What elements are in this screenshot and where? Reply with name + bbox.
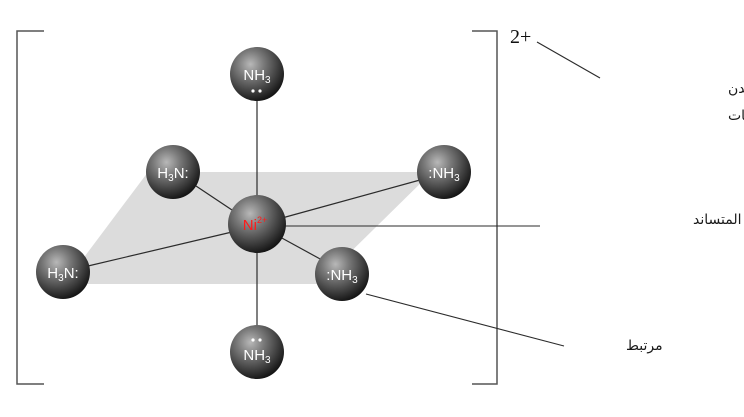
bond-front-right: [279, 236, 323, 261]
svg-text:NH3: NH3: [243, 67, 271, 86]
ligand-front-left: H3N:: [36, 245, 90, 299]
ligand-front-right: :NH3: [315, 247, 369, 301]
ligand-top: NH3: [230, 47, 284, 101]
bond-back-left: [195, 185, 233, 211]
svg-text:Ni2+: Ni2+: [243, 215, 267, 234]
central-ion-label: أيون المعدن المتساند: [693, 210, 744, 228]
total-charge-label-line2: وشحنات المرتبطات: [728, 108, 744, 124]
ligand-bottom: NH3: [230, 325, 284, 379]
bond-back-right: [281, 179, 421, 219]
left-bracket: [16, 30, 44, 385]
right-bracket: [472, 30, 498, 385]
total-charge-label-line1: مجموع شحنة أيون المعدن: [728, 79, 744, 97]
svg-text:NH3: NH3: [243, 347, 271, 366]
ligand-leader: [365, 293, 565, 347]
svg-text:H3N:: H3N:: [47, 265, 78, 284]
charge-leader: [536, 41, 601, 79]
leader-lines: [284, 41, 601, 347]
ligand-label: مرتبط: [626, 338, 663, 354]
svg-text:H3N:: H3N:: [157, 165, 188, 184]
ligand-back-right: :NH3: [417, 145, 471, 199]
ligand-back-left: H3N:: [146, 145, 200, 199]
bond-front-left: [87, 231, 233, 267]
svg-text::NH3: :NH3: [326, 267, 358, 286]
central-metal-ion: Ni2+: [228, 195, 286, 253]
overall-charge: 2+: [510, 26, 531, 48]
bonds: [87, 98, 421, 328]
svg-text::NH3: :NH3: [428, 165, 460, 184]
